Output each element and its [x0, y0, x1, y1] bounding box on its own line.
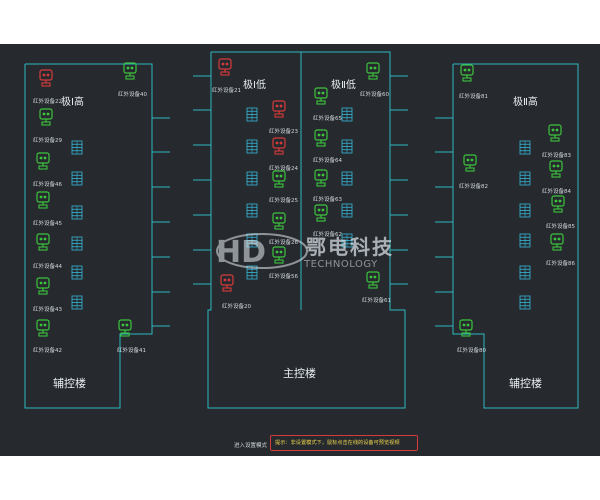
valve-stack-icon — [341, 233, 353, 248]
device-label: 红外设备82 — [459, 184, 488, 190]
outline-left-hall — [24, 63, 153, 409]
outline-right-hall — [452, 63, 579, 409]
device-label: 红外设备46 — [33, 182, 62, 188]
device-label: 红外设备85 — [546, 224, 575, 230]
device-label: 红外设备43 — [33, 307, 62, 313]
device-label: 红外设备63 — [313, 197, 342, 203]
device-label: 红外设备64 — [313, 158, 342, 164]
valve-stack-icon — [246, 139, 258, 154]
device-label: 红外设备83 — [542, 153, 571, 159]
area-label-pole2-low: 极Ⅱ低 — [331, 80, 356, 91]
infrared-camera-icon[interactable] — [460, 64, 474, 82]
valve-stack-icon — [71, 171, 83, 186]
infrared-camera-icon[interactable] — [272, 212, 286, 230]
infrared-camera-icon[interactable] — [218, 58, 232, 76]
svg-text:HD: HD — [216, 235, 266, 270]
infrared-camera-icon[interactable] — [314, 87, 328, 105]
device-label: 红外设备42 — [33, 348, 62, 354]
infrared-camera-icon[interactable] — [272, 246, 286, 264]
infrared-camera-icon[interactable] — [220, 274, 234, 292]
valve-stack-icon — [341, 171, 353, 186]
device-label: 红外设备40 — [118, 92, 147, 98]
device-label: 红外设备84 — [542, 189, 571, 195]
infrared-camera-icon[interactable] — [272, 100, 286, 118]
valve-stack-icon — [71, 295, 83, 310]
device-label: 红外设备86 — [546, 261, 575, 267]
device-label: 红外设备56 — [269, 274, 298, 280]
infrared-camera-icon[interactable] — [36, 319, 50, 337]
infrared-camera-icon[interactable] — [272, 137, 286, 155]
area-label-pole1-high-left: 极Ⅰ高 — [61, 97, 84, 108]
valve-stack-icon — [519, 233, 531, 248]
valve-stack-icon — [519, 265, 531, 280]
watermark-logo-icon: HD — [216, 233, 308, 270]
infrared-camera-icon[interactable] — [366, 271, 380, 289]
hint-message: 提示：非设置模式下，鼠标点击在线的设备可预览视频 — [270, 435, 418, 451]
infrared-camera-icon[interactable] — [314, 129, 328, 147]
infrared-camera-icon[interactable] — [123, 62, 137, 80]
station-map: HD 极Ⅰ高 极Ⅰ低 极Ⅱ低 极Ⅱ高 辅控楼 主控楼 辅控楼 红外设备22 红外设… — [0, 44, 600, 456]
device-label: 红外设备26 — [269, 240, 298, 246]
infrared-camera-icon[interactable] — [39, 69, 53, 87]
infrared-camera-icon[interactable] — [118, 319, 132, 337]
watermark-company-en: TECHNOLOGY — [304, 259, 378, 270]
settings-mode-button[interactable]: 进入设置模式 — [234, 443, 268, 449]
device-label: 红外设备41 — [117, 348, 146, 354]
device-label: 红外设备60 — [360, 92, 389, 98]
valve-stack-icon — [246, 171, 258, 186]
infrared-camera-icon[interactable] — [548, 124, 562, 142]
valve-stack-icon — [341, 107, 353, 122]
building-aux-right: 辅控楼 — [509, 377, 542, 390]
valve-stack-icon — [341, 139, 353, 154]
valve-stack-icon — [341, 203, 353, 218]
infrared-camera-icon[interactable] — [36, 277, 50, 295]
infrared-camera-icon[interactable] — [550, 233, 564, 251]
device-label: 红外设备44 — [33, 264, 62, 270]
infrared-camera-icon[interactable] — [314, 169, 328, 187]
device-label: 红外设备62 — [313, 232, 342, 238]
outline-main-hall — [207, 51, 406, 409]
valve-stack-icon — [519, 171, 531, 186]
station-layout: HD — [24, 51, 579, 409]
device-label: 红外设备23 — [269, 129, 298, 135]
device-label: 红外设备81 — [459, 94, 488, 100]
infrared-camera-icon[interactable] — [463, 154, 477, 172]
device-label: 红外设备29 — [33, 138, 62, 144]
device-label: 红外设备24 — [269, 166, 298, 172]
watermark-company-cn: 鄂电科技 — [306, 235, 394, 259]
area-label-pole-high-right: 极Ⅱ高 — [513, 97, 538, 108]
device-label: 红外设备65 — [313, 116, 342, 122]
infrared-camera-icon[interactable] — [551, 195, 565, 213]
valve-stack-icon — [71, 265, 83, 280]
infrared-camera-icon[interactable] — [366, 62, 380, 80]
device-label: 红外设备61 — [362, 298, 391, 304]
infrared-camera-icon[interactable] — [36, 233, 50, 251]
valve-stack-icon — [519, 203, 531, 218]
valve-stack-icon — [71, 140, 83, 155]
device-label: 红外设备21 — [212, 88, 241, 94]
area-label-pole1-low: 极Ⅰ低 — [243, 80, 266, 91]
device-label: 红外设备20 — [222, 304, 251, 310]
valve-stack-icon — [519, 140, 531, 155]
infrared-camera-icon[interactable] — [272, 170, 286, 188]
device-label: 红外设备22 — [33, 99, 62, 105]
device-label: 红外设备80 — [457, 348, 486, 354]
device-label: 红外设备25 — [269, 198, 298, 204]
infrared-camera-icon[interactable] — [459, 319, 473, 337]
valve-stack-icon — [71, 236, 83, 251]
valve-stack-icon — [246, 107, 258, 122]
infrared-camera-icon[interactable] — [36, 152, 50, 170]
valve-stack-icon — [71, 205, 83, 220]
building-aux-left: 辅控楼 — [53, 377, 86, 390]
building-main-control: 主控楼 — [283, 367, 316, 380]
infrared-camera-icon[interactable] — [36, 191, 50, 209]
infrared-camera-icon[interactable] — [549, 160, 563, 178]
valve-stack-icon — [519, 295, 531, 310]
infrared-camera-icon[interactable] — [314, 204, 328, 222]
valve-stack-icon — [246, 203, 258, 218]
infrared-camera-icon[interactable] — [39, 108, 53, 126]
device-label: 红外设备45 — [33, 221, 62, 227]
